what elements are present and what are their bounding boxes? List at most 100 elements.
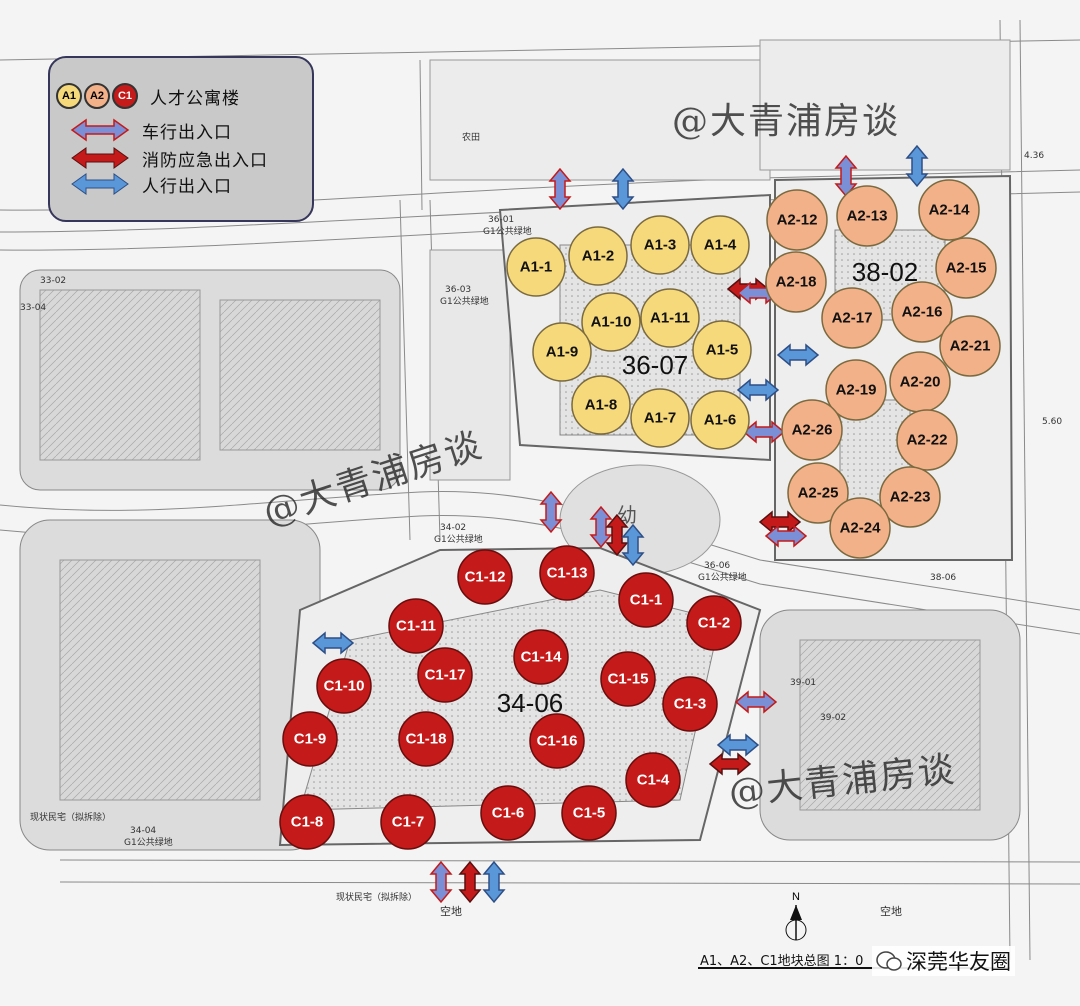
fire-entrance-arrow-icon [458,860,482,904]
fire-arrow-icon [71,147,129,169]
building-a2-22: A2-22 [896,409,958,471]
building-a1-5: A1-5 [692,320,752,380]
legend-apartment-row: A1 A2 C1 人才公寓楼 [56,83,240,109]
building-a2-26: A2-26 [781,399,843,461]
building-label: A2-26 [792,422,833,439]
building-marker [918,179,980,241]
building-marker [836,185,898,247]
building-a1-3: A1-3 [630,215,690,275]
building-label: C1-16 [537,733,578,750]
building-marker [821,287,883,349]
building-a2-23: A2-23 [879,466,941,528]
building-label: A2-12 [777,212,818,229]
building-c1-6: C1-6 [480,785,536,841]
watermark-top: @大青浦房谈 [672,101,901,142]
building-marker [662,676,718,732]
building-label: A1-9 [546,344,579,361]
building-label: A1-7 [644,410,677,427]
building-a2-15: A2-15 [935,237,997,299]
building-c1-2: C1-2 [686,595,742,651]
building-a2-18: A2-18 [765,251,827,313]
building-marker [380,794,436,850]
entrance-arrows [311,144,929,904]
building-a2-12: A2-12 [766,189,828,251]
building-label: C1-4 [637,772,670,789]
building-marker [625,752,681,808]
building-a1-9: A1-9 [532,322,592,382]
building-a1-6: A1-6 [690,390,750,450]
building-marker [787,462,849,524]
building-label: C1-11 [396,618,436,635]
building-c1-12: C1-12 [457,549,513,605]
building-marker [891,281,953,343]
building-marker [692,320,752,380]
building-marker [600,651,656,707]
building-marker [630,388,690,448]
label-empty-lot-1: 空地 [440,904,462,918]
pedestrian-entrance-arrow-icon [311,631,355,655]
building-label: A1-1 [520,259,553,276]
building-marker [532,322,592,382]
building-marker [765,251,827,313]
pedestrian-entrance-arrow-icon [716,733,760,757]
building-c1-5: C1-5 [561,785,617,841]
building-label: A2-13 [847,208,888,225]
building-marker [279,794,335,850]
building-c1-8: C1-8 [279,794,335,850]
small-map-labels: 农田 36-01 G1公共绿地 36-03 G1公共绿地 34-02 G1公共绿… [20,131,1062,918]
building-label: C1-6 [492,805,525,822]
label-plot-34-04: 34-04 [130,826,156,836]
north-label: N [792,891,800,903]
building-label: A2-24 [840,520,882,537]
building-label: A1-2 [582,248,615,265]
building-label: C1-8 [291,814,324,831]
label-green-36-01: G1公共绿地 [483,225,532,237]
building-label: A2-18 [776,274,817,291]
label-plot-36-01: 36-01 [488,215,514,225]
building-label: C1-1 [630,592,663,609]
building-a2-25: A2-25 [787,462,849,524]
building-a1-4: A1-4 [690,215,750,275]
vehicle-entrance-arrow-icon [734,690,778,714]
building-a2-17: A2-17 [821,287,883,349]
building-marker [781,399,843,461]
vehicle-entrance-arrow-icon [539,490,563,534]
legend-pedestrian-label: 人行出入口 [142,176,232,197]
pedestrian-entrance-arrow-icon [736,378,780,402]
building-marker [571,375,631,435]
label-green-36-03: G1公共绿地 [440,295,489,307]
building-marker [561,785,617,841]
building-marker [939,315,1001,377]
label-level-1: 4.36 [1024,151,1044,161]
building-a1-10: A1-10 [581,292,641,352]
building-marker [282,711,338,767]
building-marker [388,598,444,654]
legend-apartment-label: 人才公寓楼 [150,88,240,109]
vehicle-entrance-arrow-icon [589,505,613,549]
building-label: A2-25 [798,485,839,502]
building-label: C1-14 [521,649,563,666]
label-green-34-02: G1公共绿地 [434,533,483,545]
pedestrian-entrance-arrow-icon [621,523,645,567]
label-green-36-06: G1公共绿地 [698,571,747,583]
building-marker [640,288,700,348]
building-label: C1-10 [324,678,365,695]
plot-label-36-07: 36-07 [622,350,689,380]
vehicle-entrance-arrow-icon [429,860,453,904]
building-label: C1-9 [294,731,327,748]
building-label: A1-11 [650,310,690,327]
building-marker [896,409,958,471]
building-marker [568,226,628,286]
wechat-icon [876,951,902,971]
label-plot-34-02: 34-02 [440,523,466,533]
building-c1-11: C1-11 [388,598,444,654]
building-c1-9: C1-9 [282,711,338,767]
building-marker [935,237,997,299]
building-marker [398,711,454,767]
building-marker [457,549,513,605]
building-label: C1-13 [547,565,588,582]
building-label: A1-5 [706,342,739,359]
building-a1-2: A1-2 [568,226,628,286]
building-marker [480,785,536,841]
